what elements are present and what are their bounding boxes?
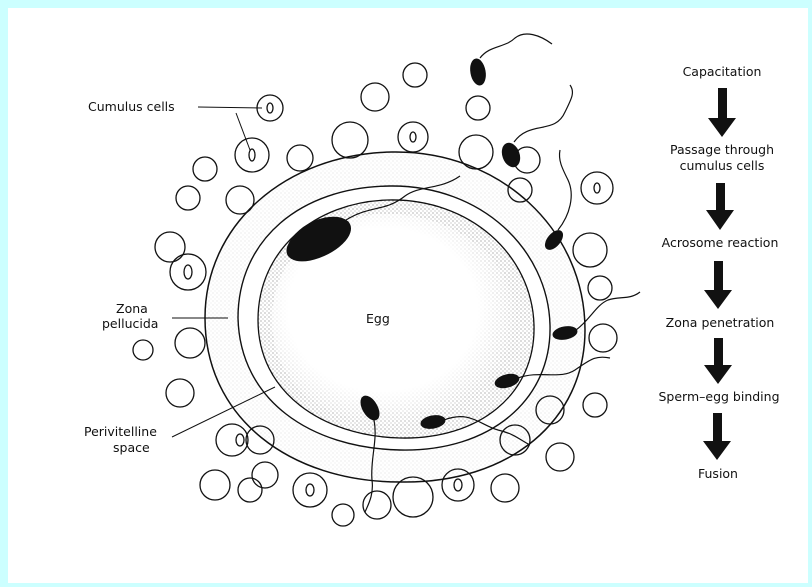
label-perivitelline-line1: Perivitelline [84, 424, 157, 439]
arrow-down-icon [703, 413, 731, 460]
arrow-down-icon [704, 338, 732, 384]
step-acrosome-reaction: Acrosome reaction [662, 235, 779, 250]
arrow-down-icon [708, 88, 736, 137]
label-egg: Egg [366, 311, 390, 326]
arrow-down-icon [706, 183, 734, 230]
label-zona-line2: pellucida [102, 316, 158, 331]
step-sperm-egg-binding: Sperm–egg binding [658, 389, 779, 404]
step-capacitation: Capacitation [683, 64, 762, 79]
step-passage-line2: cumulus cells [680, 158, 765, 173]
arrow-down-icon [704, 261, 732, 309]
label-zona-line1: Zona [116, 301, 148, 316]
step-zona-penetration: Zona penetration [666, 315, 775, 330]
label-perivitelline-line2: space [113, 440, 150, 455]
label-cumulus-cells: Cumulus cells [88, 99, 175, 114]
process-flow: Capacitation Passage through cumulus cel… [658, 64, 779, 481]
step-fusion: Fusion [698, 466, 738, 481]
step-passage-line1: Passage through [670, 142, 774, 157]
